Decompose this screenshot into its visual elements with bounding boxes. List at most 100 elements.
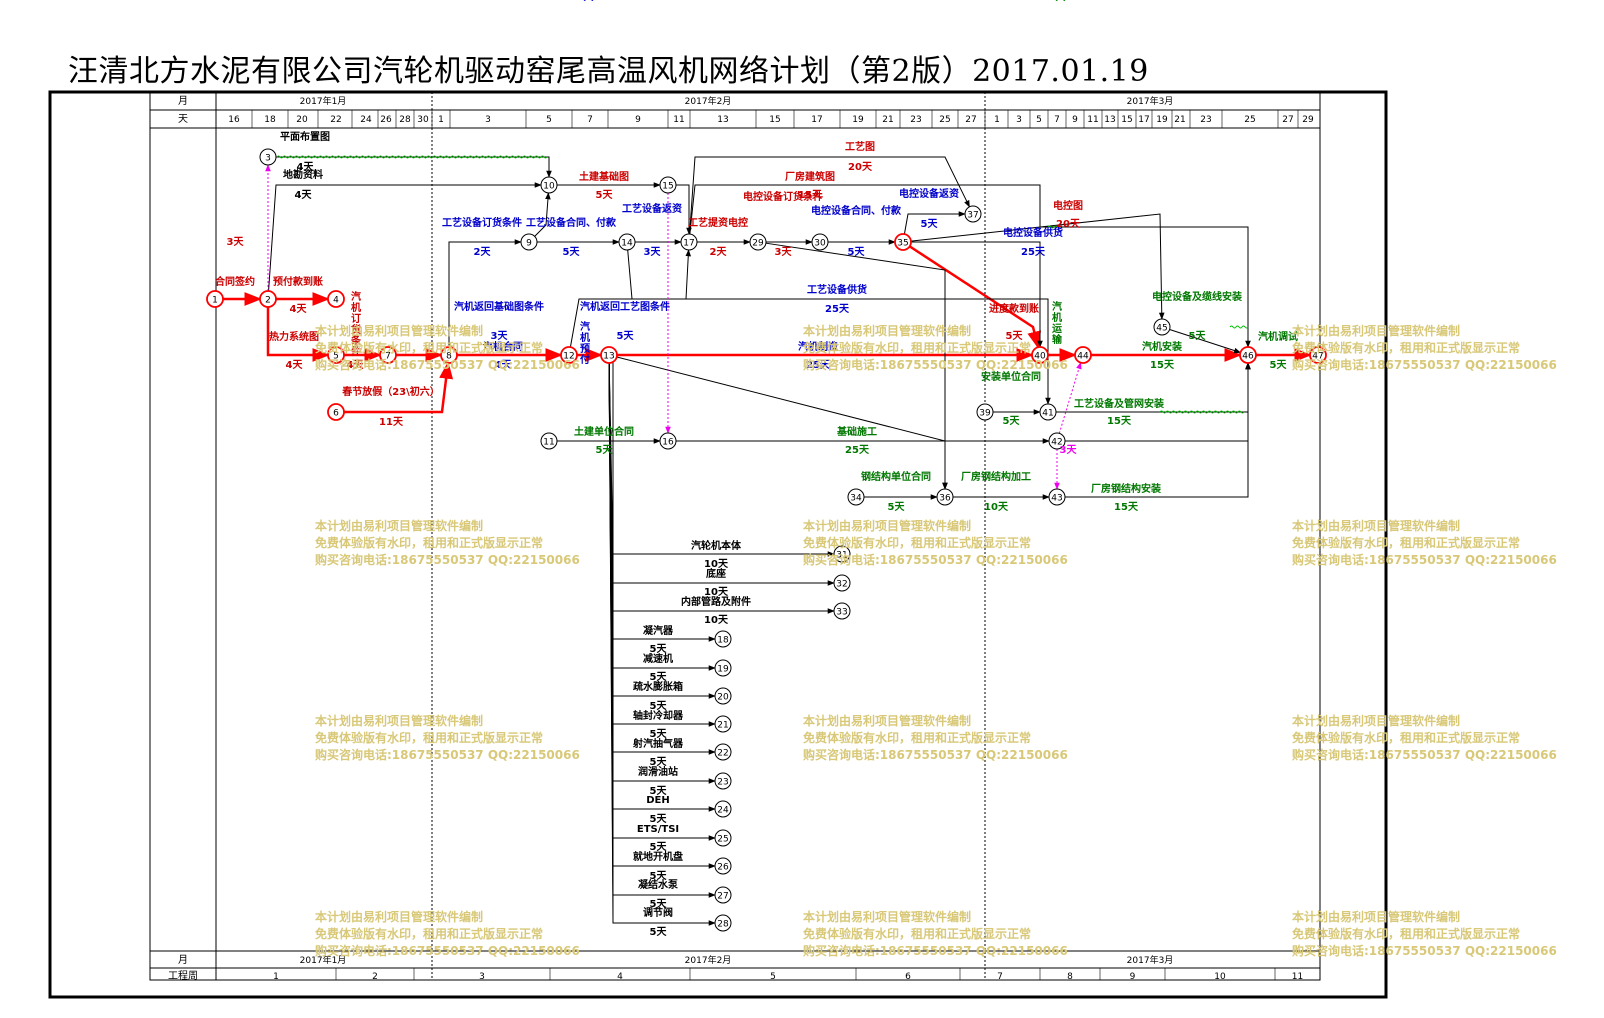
event-node-circle <box>659 432 677 450</box>
event-node: 21 <box>714 715 732 733</box>
activity-arrow <box>534 192 551 237</box>
footer-month-label: 月 <box>178 954 188 966</box>
task-name: 地勘资料 <box>283 168 323 181</box>
task-name: 工艺提资电控 <box>688 216 748 229</box>
event-node-circle <box>520 233 538 251</box>
event-node-circle <box>714 886 732 904</box>
event-node: 37 <box>964 205 982 223</box>
event-node-label: 37 <box>967 211 978 221</box>
task-duration: 5天 <box>650 700 668 712</box>
event-node-label: 45 <box>1156 324 1167 334</box>
watermark-line: 购买咨询电话:18675550537 QQ:22150066 <box>315 943 580 958</box>
event-node-circle <box>714 743 732 761</box>
header-day: 5 <box>546 115 552 125</box>
watermark-block: 本计划由易利项目管理软件编制免费体验版有水印，租用和正式版显示正常购买咨询电话:… <box>315 909 580 958</box>
watermark-line: 免费体验版有水印，租用和正式版显示正常 <box>803 535 1031 550</box>
event-node-label: 22 <box>717 749 728 759</box>
task-name: 润滑油站 <box>638 765 678 778</box>
event-node-circle <box>600 346 618 364</box>
task-name: 热力系统图 <box>269 330 319 343</box>
event-node-circle <box>1039 403 1057 421</box>
task-duration: 11天 <box>379 416 404 428</box>
watermark-line: 本计划由易利项目管理软件编制 <box>803 323 971 338</box>
header-day: 23 <box>910 115 921 125</box>
event-node-label: 5 <box>333 352 339 362</box>
watermark-line: 购买咨询电话:18675550537 QQ:22150066 <box>803 552 1068 567</box>
header-day: 15 <box>769 115 780 125</box>
task-label: 4天 <box>347 359 365 371</box>
event-node: 40 <box>1031 346 1049 364</box>
header-day: 27 <box>965 115 976 125</box>
header-day: 7 <box>1054 115 1060 125</box>
event-node-label: 10 <box>543 182 555 192</box>
task-duration: 4天 <box>347 359 365 371</box>
watermark-block: 本计划由易利项目管理软件编制免费体验版有水印，租用和正式版显示正常购买咨询电话:… <box>803 713 1068 762</box>
event-node-circle <box>659 176 677 194</box>
event-node-circle <box>259 148 277 166</box>
watermark-block: 本计划由易利项目管理软件编制免费体验版有水印，租用和正式版显示正常购买咨询电话:… <box>1292 518 1557 567</box>
event-node-circle <box>379 346 397 364</box>
watermark-line: 免费体验版有水印，租用和正式版显示正常 <box>803 340 1031 355</box>
event-node-circle <box>540 176 558 194</box>
event-node-circle <box>714 857 732 875</box>
event-node-circle <box>618 233 636 251</box>
task-name: 汽 <box>580 320 590 333</box>
header-day: 1 <box>438 115 444 125</box>
free-float-wave <box>276 155 548 159</box>
event-node-circle <box>1048 432 1066 450</box>
task-name: 工艺设备订货条件 <box>442 216 522 229</box>
header-day: 27 <box>1282 115 1293 125</box>
activity-arrow <box>689 156 970 235</box>
task-name: 预付款到账 <box>273 275 323 288</box>
watermark-line: 免费体验版有水印，租用和正式版显示正常 <box>803 730 1031 745</box>
task-duration: 5天 <box>650 926 668 938</box>
event-node: 41 <box>1039 403 1057 421</box>
event-node: 27 <box>714 886 732 904</box>
task-name: 春节放假（23\初六） <box>342 385 440 398</box>
watermark-block: 本计划由易利项目管理软件编制免费体验版有水印，租用和正式版显示正常购买咨询电话:… <box>803 909 1068 958</box>
event-node-circle <box>1153 318 1171 336</box>
event-node-label: 4 <box>333 296 339 306</box>
event-node: 36 <box>936 488 954 506</box>
activity-arrow <box>616 356 948 490</box>
event-node: 42 <box>1048 432 1066 450</box>
watermark-line: 免费体验版有水印，租用和正式版显示正常 <box>315 926 543 941</box>
event-node-circle <box>714 715 732 733</box>
task-name: 电控设备订货条件 <box>743 190 823 203</box>
event-node-circle <box>1048 488 1066 506</box>
event-node-label: 17 <box>683 239 694 249</box>
header-day: 3 <box>1016 115 1022 125</box>
watermark-line: 本计划由易利项目管理软件编制 <box>315 518 483 533</box>
watermark-line: 免费体验版有水印，租用和正式版显示正常 <box>315 730 543 745</box>
task-duration: 10天 <box>704 558 729 570</box>
event-node-label: 30 <box>814 239 826 249</box>
task-duration: 5天 <box>1003 415 1021 427</box>
event-node-circle <box>833 602 851 620</box>
task-name: 凝结水泵 <box>638 878 679 891</box>
event-node: 11 <box>540 432 558 450</box>
event-node: 28 <box>714 914 732 932</box>
watermark-line: 购买咨询电话:18675550537 QQ:22150066 <box>1292 552 1557 567</box>
activity-arrow <box>608 362 716 671</box>
watermark-block: 本计划由易利项目管理软件编制免费体验版有水印，租用和正式版显示正常购买咨询电话:… <box>315 518 580 567</box>
task-name: 汽机合同 <box>483 340 523 353</box>
task-name: 轴封冷却器 <box>633 709 684 722</box>
footer-week: 11 <box>1292 972 1303 982</box>
event-node: 47 <box>1309 346 1327 364</box>
task-duration: 15天 <box>798 189 823 201</box>
task-duration: 25天 <box>806 359 831 371</box>
event-node: 15 <box>659 176 677 194</box>
task-name: 汽 <box>351 290 361 303</box>
watermark-line: 免费体验版有水印，租用和正式版显示正常 <box>1292 730 1520 745</box>
event-node-circle <box>560 346 578 364</box>
